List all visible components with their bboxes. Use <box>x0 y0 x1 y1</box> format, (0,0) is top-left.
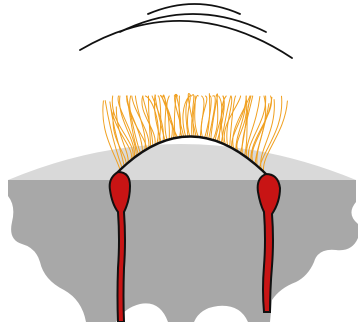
wave-arc-inner <box>148 4 240 14</box>
wave-arc-outer <box>80 21 292 58</box>
sound-wave-arcs <box>80 4 292 58</box>
wave-arc-middle <box>120 14 266 32</box>
raised-surface <box>8 144 356 180</box>
gray-tissue-mass <box>8 180 358 322</box>
